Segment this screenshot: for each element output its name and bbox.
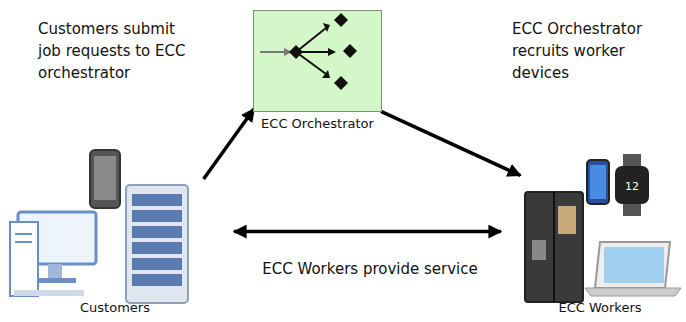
node-label: ECC Orchestrator: [250, 116, 385, 131]
edge-label: ECC Orchestrator recruits worker devices: [512, 18, 662, 84]
node-label: Customers: [10, 300, 220, 315]
arrow-connector: [234, 230, 501, 234]
edge-label: Customers submit job requests to ECC orc…: [38, 18, 188, 84]
svg-text:12: 12: [625, 180, 639, 193]
orchestrator-graphic: [250, 10, 385, 110]
arrow-connector: [204, 109, 254, 179]
customers-node: Customers: [10, 150, 230, 320]
orchestrator-box: [253, 10, 382, 112]
arrow-connector: [381, 111, 520, 175]
customer-devices: [10, 150, 230, 320]
edge-label: ECC Workers provide service: [200, 258, 540, 280]
worker-devices: 12: [505, 150, 686, 320]
node-label: ECC Workers: [505, 300, 686, 315]
workers-node: 12ECC Workers: [505, 150, 686, 320]
orchestrator-node: ECC Orchestrator: [250, 10, 385, 140]
